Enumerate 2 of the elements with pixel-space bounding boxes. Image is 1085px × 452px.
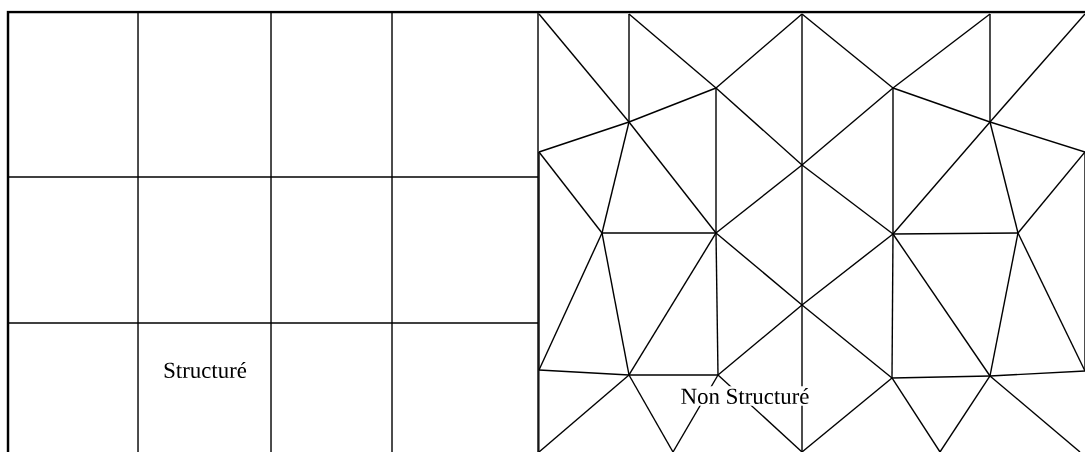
mesh-label: Non Structuré — [678, 386, 812, 406]
mesh-label: Structuré — [161, 360, 249, 380]
